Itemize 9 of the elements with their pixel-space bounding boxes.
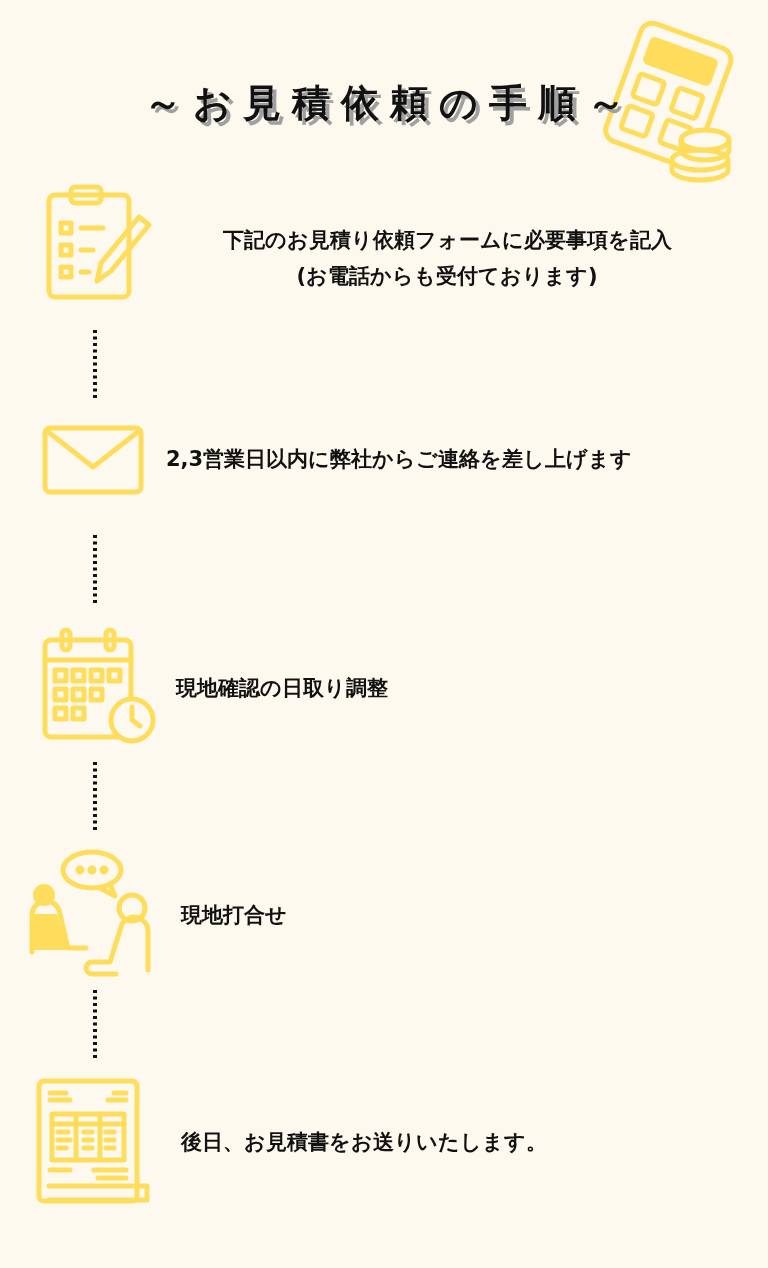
step-text: 現地打合せ (181, 902, 287, 929)
dotted-connector (93, 990, 97, 1058)
step-text: 下記のお見積り依頼フォームに必要事項を記入 (お電話からも受付ております) (221, 227, 673, 290)
step-text: 2,3営業日以内に弊社からご連絡を差し上げます (166, 446, 633, 473)
dotted-connector (93, 535, 97, 603)
step-text: 現地確認の日取り調整 (176, 675, 388, 702)
dotted-connector (93, 330, 97, 398)
step-text: 後日、お見積書をお送りいたします。 (181, 1129, 547, 1156)
dotted-connector (93, 762, 97, 830)
